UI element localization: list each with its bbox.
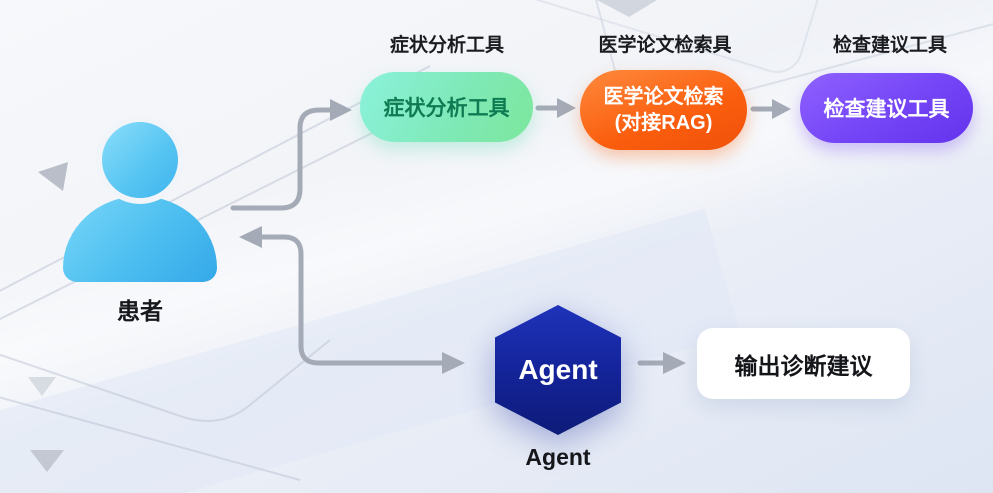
check-tool-caption: 检查建议工具 [832,35,947,56]
symptom-tool-caption: 症状分析工具 [389,35,504,56]
diagnosis-output-text: 输出诊断建议 [734,352,873,379]
diagnosis-output-node: 输出诊断建议 [697,328,910,399]
symptom-analysis-tool-node: 症状分析工具 [360,72,533,142]
medical-paper-retrieval-node: 医学论文检索 (对接RAG) [580,70,747,150]
agent-hexagon-icon: Agent [495,305,621,435]
medical-paper-retrieval-text-line2: (对接RAG) [614,112,713,134]
arrow-agent-to-output [637,352,686,374]
agent-node: Agent [495,305,621,435]
decor-triangle-icon [30,450,64,472]
check-suggestion-tool-text: 检查建议工具 [823,98,950,121]
patient-person-icon-head [102,122,178,198]
arrow-patient-agent-bidirectional [239,226,465,374]
paper-tool-caption: 医学论文检索具 [598,35,732,56]
patient-label: 患者 [117,298,163,324]
arrow-paper-to-check [750,99,791,119]
decor-triangle-icon [597,0,657,17]
agent-hexagon-text: Agent [518,354,598,385]
check-suggestion-tool-node: 检查建议工具 [800,73,973,143]
symptom-analysis-tool-text: 症状分析工具 [383,97,510,120]
arrow-symptom-to-paper [535,98,576,118]
agent-caption: Agent [525,444,591,470]
medical-paper-retrieval-text-line1: 医学论文检索 [603,86,724,108]
arrow-patient-to-symptom-tool [230,99,352,211]
decor-arrowhead-icon [38,162,68,191]
decor-triangle-icon [28,377,56,396]
